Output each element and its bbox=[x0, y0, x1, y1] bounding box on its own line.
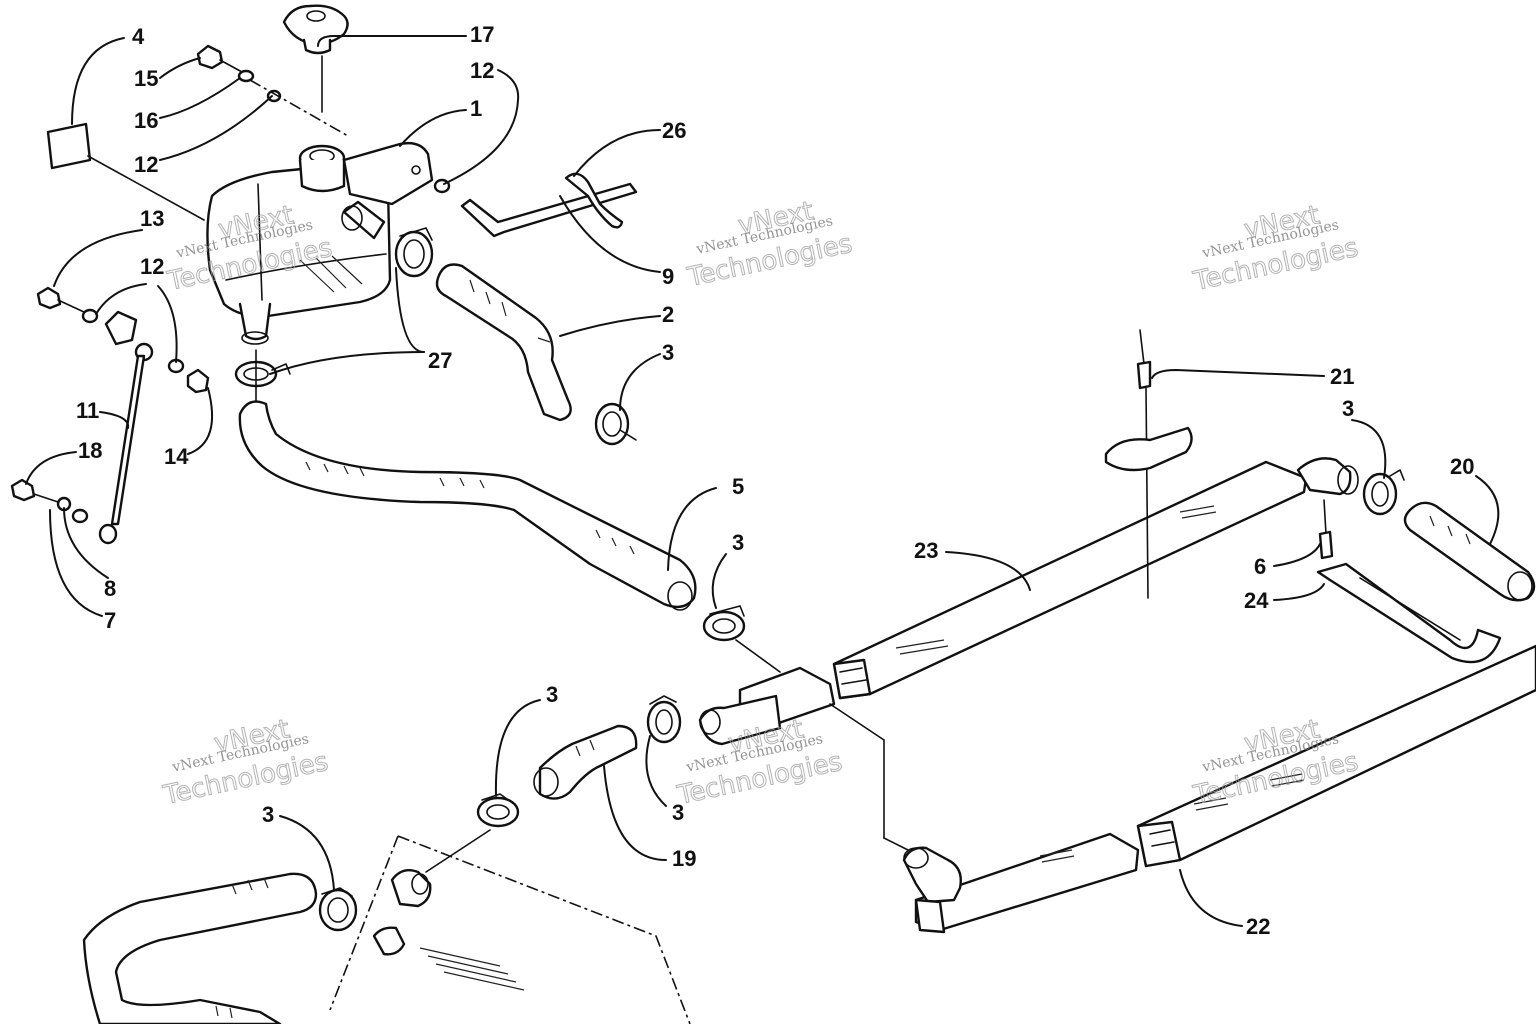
callout-9: 9 bbox=[662, 264, 674, 289]
callout-12: 12 bbox=[470, 58, 494, 83]
callout-24: 24 bbox=[1244, 588, 1269, 613]
engine-outline bbox=[329, 835, 691, 1024]
callout-22: 22 bbox=[1246, 914, 1270, 939]
callout-7: 7 bbox=[104, 608, 116, 633]
callout-3: 3 bbox=[672, 800, 684, 825]
callout-6: 6 bbox=[1254, 554, 1266, 579]
callout-15: 15 bbox=[134, 66, 158, 91]
hose-upper bbox=[394, 227, 637, 446]
callout-14: 14 bbox=[164, 444, 189, 469]
heat-exchanger-22 bbox=[1136, 644, 1536, 868]
leader-lines bbox=[25, 35, 1500, 927]
callout-17: 17 bbox=[470, 22, 494, 47]
hose-20 bbox=[1362, 469, 1536, 602]
hose-lower-left bbox=[82, 872, 358, 1024]
callout-1: 1 bbox=[470, 96, 482, 121]
callout-3: 3 bbox=[1342, 396, 1354, 421]
callout-5: 5 bbox=[732, 474, 744, 499]
decal bbox=[46, 122, 205, 221]
watermark-4: vNext Technologies vNext Technologies bbox=[160, 714, 332, 812]
callout-3: 3 bbox=[662, 340, 674, 365]
callout-3: 3 bbox=[732, 530, 744, 555]
callout-12: 12 bbox=[140, 254, 164, 279]
callout-19: 19 bbox=[672, 846, 696, 871]
radiator-cap bbox=[282, 4, 349, 113]
callout-18: 18 bbox=[78, 438, 102, 463]
callout-16: 16 bbox=[134, 108, 158, 133]
bolt-and-washers-top bbox=[196, 44, 349, 137]
clip-21 bbox=[1104, 329, 1193, 599]
watermark-5: vNext Technologies vNext Technologies bbox=[674, 714, 846, 812]
callouts: 4 15 16 12 17 12 1 26 13 12 9 2 27 3 11 … bbox=[76, 22, 1474, 939]
callout-4: 4 bbox=[132, 24, 145, 49]
clamp-27 bbox=[234, 349, 291, 405]
heat-exchanger-23 bbox=[832, 457, 1359, 700]
connector bbox=[698, 666, 909, 851]
watermark-3: vNext Technologies vNext Technologies bbox=[1190, 200, 1362, 298]
coolant-bottle bbox=[206, 141, 434, 345]
callout-21: 21 bbox=[1330, 364, 1354, 389]
callout-3: 3 bbox=[546, 682, 558, 707]
hose-long bbox=[238, 400, 781, 673]
hose-19 bbox=[425, 695, 682, 873]
bracket-24 bbox=[1316, 499, 1502, 664]
watermark-2: vNext Technologies vNext Technologies bbox=[684, 196, 856, 294]
callout-20: 20 bbox=[1450, 454, 1474, 479]
callout-2: 2 bbox=[662, 302, 674, 327]
callout-26: 26 bbox=[662, 118, 686, 143]
overflow-hose bbox=[460, 172, 638, 238]
callout-11: 11 bbox=[76, 398, 99, 423]
callout-27: 27 bbox=[428, 348, 452, 373]
callout-12: 12 bbox=[134, 152, 158, 177]
heat-exchanger-lower bbox=[902, 832, 1140, 934]
callout-13: 13 bbox=[140, 206, 164, 231]
callout-3: 3 bbox=[262, 802, 274, 827]
callout-8: 8 bbox=[104, 576, 116, 601]
bottle-mount-hardware bbox=[10, 286, 210, 545]
callout-23: 23 bbox=[914, 538, 938, 563]
